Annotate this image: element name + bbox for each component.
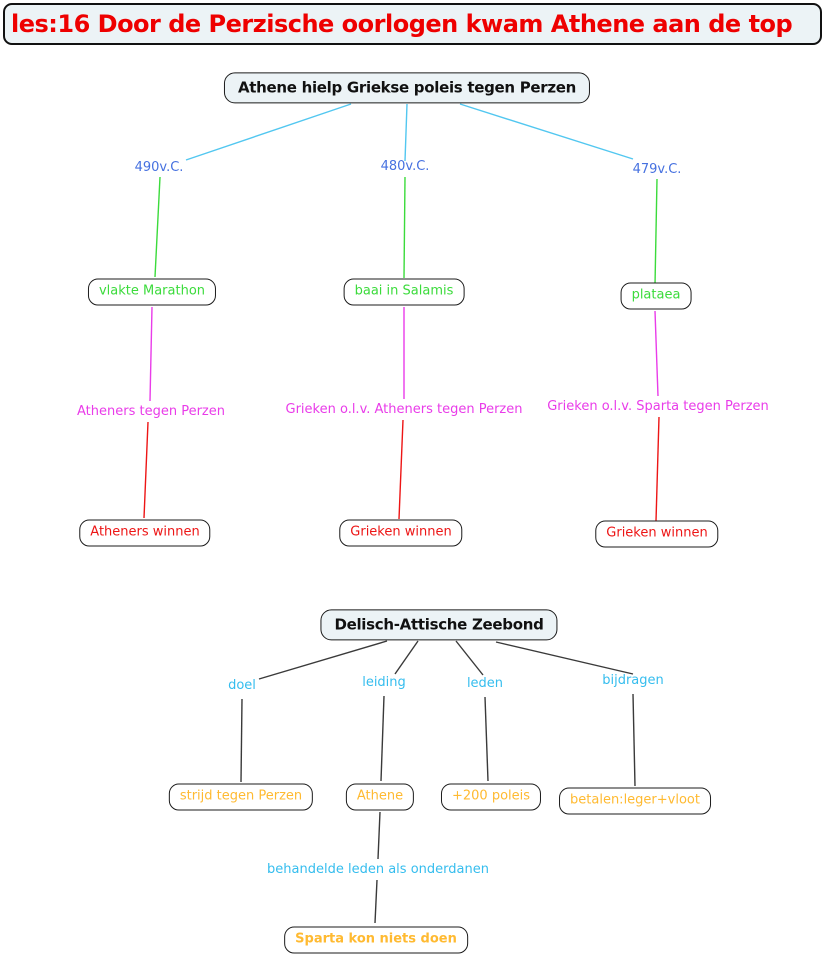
node-result-490[interactable]: Atheners winnen [79,519,211,547]
edge-plataea-parties [654,310,659,397]
edge-war-root-479 [459,103,634,160]
label-leiding-note[interactable]: behandelde leden als onderdanen [267,861,489,877]
edge-league-root-doel [258,640,388,680]
edge-parties-result-480 [398,419,404,520]
edge-note-conclusion [374,879,378,924]
label-year-490[interactable]: 490v.C. [134,159,184,175]
node-battle-marathon[interactable]: vlakte Marathon [87,278,217,306]
edge-490-marathon [154,176,161,278]
node-result-480[interactable]: Grieken winnen [339,519,463,547]
edge-war-root-480 [404,103,408,162]
node-conclusion[interactable]: Sparta kon niets doen [284,926,468,954]
label-doel[interactable]: doel [228,677,256,693]
edge-doel-value [240,698,243,783]
edge-leden-value [484,696,489,782]
edge-parties-result-479 [655,416,660,522]
node-leiding-value[interactable]: Athene [345,783,415,811]
edge-war-root-490 [185,103,352,161]
lesson-title: les:16 Door de Perzische oorlogen kwam A… [3,3,822,45]
node-battle-salamis[interactable]: baai in Salamis [343,278,465,306]
edge-league-root-bijdragen [495,641,634,675]
node-league-root[interactable]: Delisch-Attische Zeebond [320,609,558,641]
node-doel-value[interactable]: strijd tegen Perzen [168,783,314,811]
node-war-root[interactable]: Athene hielp Griekse poleis tegen Perzen [223,72,591,104]
edge-leiding-value [380,695,385,782]
node-battle-plataea[interactable]: plataea [620,282,692,310]
label-parties-490[interactable]: Atheners tegen Perzen [77,403,225,419]
edge-league-root-leden [455,640,484,676]
edge-480-salamis [403,176,406,279]
edge-marathon-parties [149,306,153,402]
node-bijdragen-value[interactable]: betalen:leger+vloot [559,787,711,815]
label-parties-479[interactable]: Grieken o.l.v. Sparta tegen Perzen [547,398,769,414]
edge-athene-note [377,811,381,860]
node-leden-value[interactable]: +200 poleis [440,783,542,811]
label-leiding[interactable]: leiding [362,674,406,690]
label-parties-480[interactable]: Grieken o.l.v. Atheners tegen Perzen [285,401,523,417]
edge-bijdragen-value [632,693,636,787]
label-year-479[interactable]: 479v.C. [632,161,682,177]
edge-479-plataea [654,178,658,286]
label-leden[interactable]: leden [466,675,504,691]
edge-parties-result-490 [143,421,149,519]
label-bijdragen[interactable]: bijdragen [602,672,664,688]
edge-league-root-leiding [394,640,419,675]
label-year-480[interactable]: 480v.C. [380,158,430,174]
node-result-479[interactable]: Grieken winnen [595,520,719,548]
